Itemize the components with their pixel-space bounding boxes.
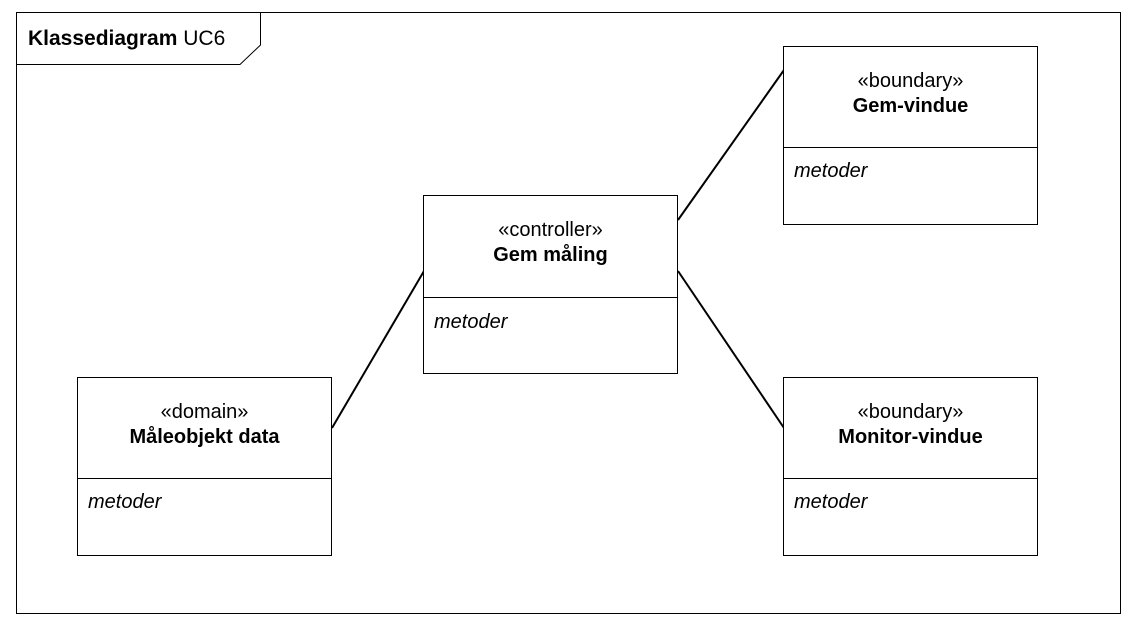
- class-header: «domain» Måleobjekt data: [78, 378, 331, 450]
- class-name: Monitor-vindue: [838, 426, 983, 448]
- class-maaleobjekt-data[interactable]: «domain» Måleobjekt data metoder: [77, 377, 332, 556]
- frame-title-bold: Klassediagram: [28, 27, 178, 50]
- class-divider: [784, 478, 1037, 479]
- class-header: «controller» Gem måling: [424, 196, 677, 268]
- frame-title: Klassediagram UC6: [28, 26, 225, 52]
- diagram-frame: [16, 12, 1121, 614]
- class-divider: [784, 147, 1037, 148]
- frame-title-rest: UC6: [183, 27, 226, 50]
- class-stereotype: «controller»: [498, 219, 603, 241]
- class-name: Måleobjekt data: [129, 426, 280, 448]
- association-gem-maaling-monitor-vindue: [677, 270, 785, 429]
- association-gem-maaling-gem-vindue: [677, 69, 785, 221]
- class-monitor-vindue[interactable]: «boundary» Monitor-vindue metoder: [783, 377, 1038, 556]
- class-header: «boundary» Gem-vindue: [784, 47, 1037, 119]
- class-name: Gem måling: [493, 244, 608, 266]
- class-gem-maaling[interactable]: «controller» Gem måling metoder: [423, 195, 678, 374]
- class-stereotype: «boundary»: [857, 70, 964, 92]
- class-divider: [424, 297, 677, 298]
- class-methods: metoder: [434, 311, 508, 333]
- class-name: Gem-vindue: [852, 95, 969, 117]
- class-header: «boundary» Monitor-vindue: [784, 378, 1037, 450]
- association-gem-maaling-maaleobjekt-data: [331, 270, 425, 429]
- frame-name-tab: [16, 12, 261, 65]
- class-methods: metoder: [88, 491, 162, 513]
- class-methods: metoder: [794, 491, 868, 513]
- class-gem-vindue[interactable]: «boundary» Gem-vindue metoder: [783, 46, 1038, 225]
- class-stereotype: «boundary»: [857, 401, 964, 423]
- class-stereotype: «domain»: [160, 401, 249, 423]
- class-methods: metoder: [794, 160, 868, 182]
- class-divider: [78, 478, 331, 479]
